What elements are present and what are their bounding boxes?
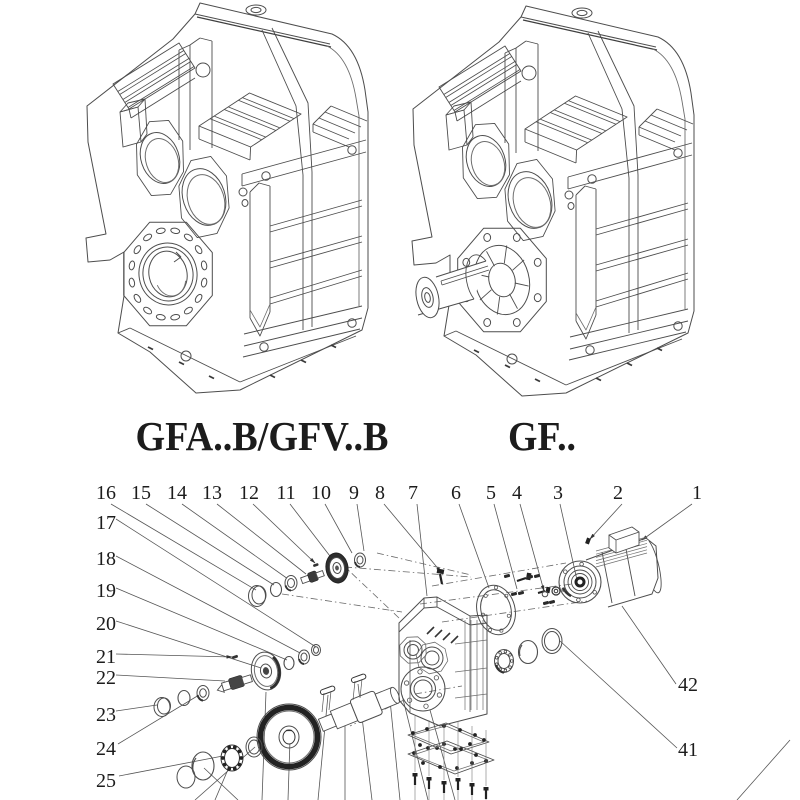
svg-text:25: 25 — [96, 770, 116, 792]
svg-text:1: 1 — [692, 482, 702, 504]
svg-text:22: 22 — [96, 667, 116, 689]
svg-text:19: 19 — [96, 580, 116, 602]
svg-text:8: 8 — [375, 482, 385, 504]
svg-text:9: 9 — [349, 482, 359, 504]
svg-text:17: 17 — [96, 512, 116, 534]
svg-text:11: 11 — [276, 482, 295, 504]
svg-text:23: 23 — [96, 704, 116, 726]
svg-text:20: 20 — [96, 613, 116, 635]
svg-text:5: 5 — [486, 482, 496, 504]
svg-text:6: 6 — [451, 482, 461, 504]
svg-text:16: 16 — [96, 482, 116, 504]
svg-text:10: 10 — [311, 482, 331, 504]
svg-text:3: 3 — [553, 482, 563, 504]
svg-text:24: 24 — [96, 738, 116, 760]
svg-text:GF..: GF.. — [508, 413, 576, 459]
svg-text:4: 4 — [512, 482, 522, 504]
svg-text:2: 2 — [613, 482, 623, 504]
svg-text:7: 7 — [408, 482, 418, 504]
svg-text:21: 21 — [96, 646, 116, 668]
svg-text:14: 14 — [167, 482, 187, 504]
svg-text:12: 12 — [239, 482, 259, 504]
svg-text:18: 18 — [96, 548, 116, 570]
svg-text:15: 15 — [131, 482, 151, 504]
svg-text:13: 13 — [202, 482, 222, 504]
svg-text:41: 41 — [678, 739, 698, 761]
svg-text:42: 42 — [678, 674, 698, 696]
svg-text:GFA..B/GFV..B: GFA..B/GFV..B — [136, 413, 389, 459]
